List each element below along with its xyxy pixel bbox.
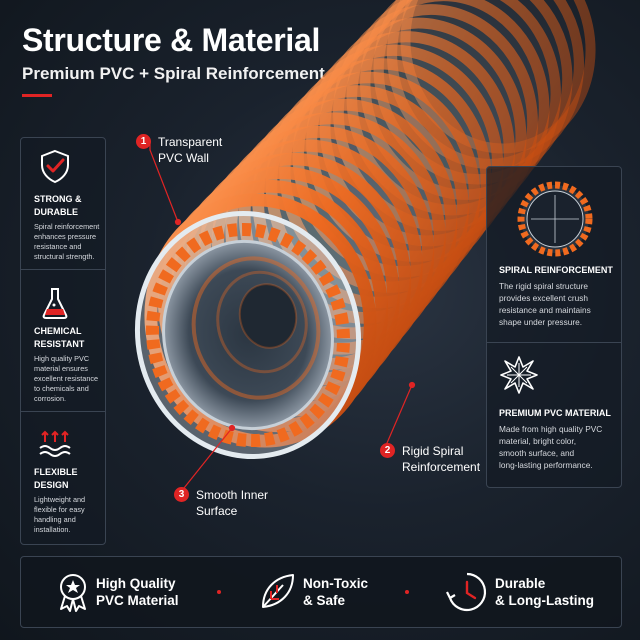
desc-line: flexible for easy bbox=[34, 505, 85, 514]
feature-title: STRONG & DURABLE bbox=[34, 193, 104, 219]
callout-number-2: 2 bbox=[380, 443, 395, 458]
star-pattern-icon bbox=[500, 356, 538, 394]
desc-line: corrosion. bbox=[34, 394, 67, 403]
clock-icon bbox=[446, 572, 487, 612]
leaf-icon bbox=[262, 574, 294, 608]
callout-label-transparent-wall: Transparent PVC Wall bbox=[158, 134, 222, 166]
desc-line: handling and bbox=[34, 515, 76, 524]
desc-line: Lightweight and bbox=[34, 495, 86, 504]
benefit-line1: Durable bbox=[495, 576, 546, 591]
divider bbox=[487, 342, 621, 343]
spiral-reinforcement-title: SPIRAL REINFORCEMENT bbox=[499, 265, 613, 275]
desc-line: smooth surface, and bbox=[499, 448, 575, 458]
desc-line: long-lasting performance. bbox=[499, 460, 593, 470]
benefit-line1: High Quality bbox=[96, 576, 176, 591]
waves-arrows-icon bbox=[39, 430, 71, 457]
hose-front-opening bbox=[134, 210, 362, 460]
callout-3-line2: Surface bbox=[196, 504, 238, 518]
desc-line: provides excellent crush bbox=[499, 293, 589, 303]
feature-title-line1: CHEMICAL bbox=[34, 326, 82, 336]
feature-title: FLEXIBLE DESIGN bbox=[34, 466, 104, 492]
desc-line: The rigid spiral structure bbox=[499, 281, 588, 291]
right-features-panel: SPIRAL REINFORCEMENT The rigid spiral st… bbox=[486, 166, 622, 488]
feature-description: Spiral reinforcement enhances pressure r… bbox=[34, 222, 104, 262]
callout-number-1: 1 bbox=[136, 134, 151, 149]
benefit-quality: High Quality PVC Material bbox=[96, 575, 179, 609]
page-subtitle: Premium PVC + Spiral Reinforcement bbox=[22, 64, 325, 83]
callout-label-spiral: Rigid Spiral Reinforcement bbox=[402, 443, 480, 475]
benefit-line2: & Long-Lasting bbox=[495, 593, 594, 608]
left-features-panel: STRONG & DURABLE Spiral reinforcement en… bbox=[20, 137, 106, 545]
feature-title-line2: DURABLE bbox=[34, 207, 78, 217]
desc-line: Made from high quality PVC bbox=[499, 424, 603, 434]
shield-check-icon bbox=[41, 149, 69, 184]
benefits-bar: High Quality PVC Material Non-Toxic & Sa… bbox=[20, 556, 622, 628]
desc-line: material ensures bbox=[34, 364, 88, 373]
desc-line: to chemicals and bbox=[34, 384, 89, 393]
desc-line: installation. bbox=[34, 525, 71, 534]
callout-2-line2: Reinforcement bbox=[402, 460, 481, 474]
callout-1-line1: Transparent bbox=[158, 135, 223, 149]
callout-2-line1: Rigid Spiral bbox=[402, 444, 464, 458]
benefit-line2: PVC Material bbox=[96, 593, 179, 608]
desc-line: Spiral reinforcement bbox=[34, 222, 100, 231]
feature-title: CHEMICAL RESISTANT bbox=[34, 325, 104, 351]
callout-number-3: 3 bbox=[174, 487, 189, 502]
spiral-reinforcement-description: The rigid spiral structure provides exce… bbox=[499, 280, 613, 328]
benefit-line2: & Safe bbox=[303, 593, 346, 608]
callout-3-line1: Smooth Inner bbox=[196, 488, 269, 502]
benefit-nontoxic: Non-Toxic & Safe bbox=[303, 575, 368, 609]
desc-line: resistance and maintains bbox=[499, 305, 591, 315]
feature-title-line2: RESISTANT bbox=[34, 339, 85, 349]
premium-pvc-title: PREMIUM PVC MATERIAL bbox=[499, 408, 611, 418]
callout-1-line2: PVC Wall bbox=[158, 151, 209, 165]
desc-line: material, bright color, bbox=[499, 436, 577, 446]
separator-dot bbox=[217, 590, 221, 594]
desc-line: enhances pressure bbox=[34, 232, 97, 241]
premium-pvc-description: Made from high quality PVC material, bri… bbox=[499, 423, 613, 471]
feature-title-line1: FLEXIBLE bbox=[34, 467, 78, 477]
spiral-cross-section-icon bbox=[517, 181, 593, 257]
medal-icon bbox=[60, 574, 86, 612]
feature-title-line1: STRONG & bbox=[34, 194, 82, 204]
feature-description: High quality PVC material ensures excell… bbox=[34, 354, 104, 404]
desc-line: shape under pressure. bbox=[499, 317, 583, 327]
divider bbox=[21, 411, 105, 412]
desc-line: High quality PVC bbox=[34, 354, 90, 363]
desc-line: excellent resistance bbox=[34, 374, 99, 383]
benefit-line1: Non-Toxic bbox=[303, 576, 368, 591]
feature-description: Lightweight and flexible for easy handli… bbox=[34, 495, 104, 535]
benefit-durable: Durable & Long-Lasting bbox=[495, 575, 594, 609]
desc-line: resistance and bbox=[34, 242, 82, 251]
separator-dot bbox=[405, 590, 409, 594]
page-title: Structure & Material bbox=[22, 22, 321, 58]
divider bbox=[21, 269, 105, 270]
desc-line: structural strength. bbox=[34, 252, 95, 261]
callout-label-inner-surface: Smooth Inner Surface bbox=[196, 487, 268, 519]
flask-icon bbox=[42, 288, 68, 319]
title-divider bbox=[22, 94, 52, 97]
feature-title-line2: DESIGN bbox=[34, 480, 69, 490]
